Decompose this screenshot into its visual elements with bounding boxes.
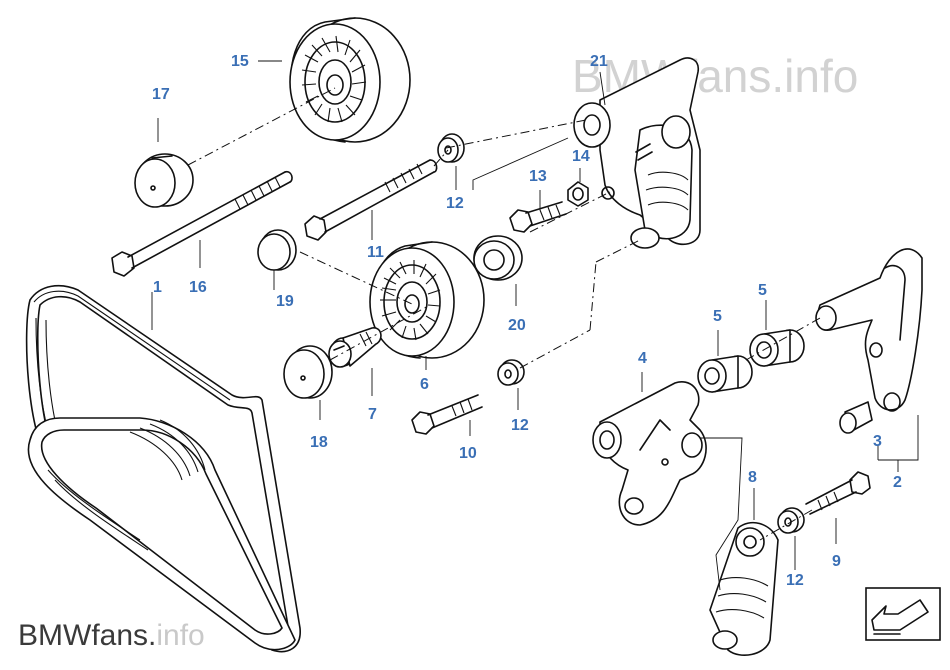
label-12-mid: 12: [511, 417, 529, 434]
washer-12-low: [777, 507, 805, 534]
bolt-13: [509, 201, 567, 233]
label-15: 15: [231, 53, 249, 70]
label-5-right: 5: [758, 282, 767, 299]
label-17: 17: [152, 86, 170, 103]
label-20: 20: [508, 317, 526, 334]
washer-12-mid: [497, 359, 525, 386]
washer-12-top: [437, 133, 465, 163]
tensioner-arm-21: [573, 57, 701, 249]
leader-lines: [151, 60, 919, 591]
needle-bearing-5a: [697, 355, 753, 393]
watermark-bottom: BMWfans.info: [18, 619, 205, 652]
nut-14: [567, 181, 589, 207]
assembly-axis-lines: [187, 87, 821, 541]
pulley-cap-18: [283, 345, 333, 399]
idler-pulley-lower: [369, 241, 485, 359]
part-labels: 15 17 21 14 13 12 11 1 16 19 20 5 5 4 6 …: [152, 53, 902, 589]
drive-belt: [25, 284, 301, 653]
sleeve-3: [839, 401, 873, 434]
label-6: 6: [420, 376, 429, 393]
label-16: 16: [189, 279, 207, 296]
label-19: 19: [276, 293, 294, 310]
washer-20: [473, 235, 523, 281]
label-11: 11: [367, 244, 384, 261]
bolt-7: [328, 327, 382, 368]
bolt-9: [805, 471, 871, 515]
bolt-long-16: [111, 170, 293, 277]
label-8: 8: [748, 469, 757, 486]
label-10: 10: [459, 445, 477, 462]
needle-bearing-5b: [749, 329, 805, 367]
label-13: 13: [529, 168, 547, 185]
idler-pulley-upper: [289, 17, 411, 143]
pulley-cover-19: [257, 229, 297, 271]
label-12-low: 12: [786, 572, 804, 589]
label-4: 4: [638, 350, 647, 367]
label-9: 9: [832, 553, 841, 570]
pulley-cap: [134, 153, 194, 208]
label-1: 1: [153, 279, 162, 296]
damper-8: [709, 521, 779, 656]
label-2: 2: [893, 474, 902, 491]
bolt-long-11: [304, 159, 438, 241]
label-12-top: 12: [446, 195, 464, 212]
label-3: 3: [873, 433, 882, 450]
label-14: 14: [572, 148, 590, 165]
bracket-2: [815, 248, 923, 412]
label-21: 21: [590, 53, 608, 70]
tensioner-bracket-4: [592, 381, 707, 526]
arrow-back-icon[interactable]: [865, 587, 941, 641]
bolt-10: [411, 394, 483, 435]
label-5-left: 5: [713, 308, 722, 325]
label-18: 18: [310, 434, 328, 451]
label-7: 7: [368, 406, 377, 423]
